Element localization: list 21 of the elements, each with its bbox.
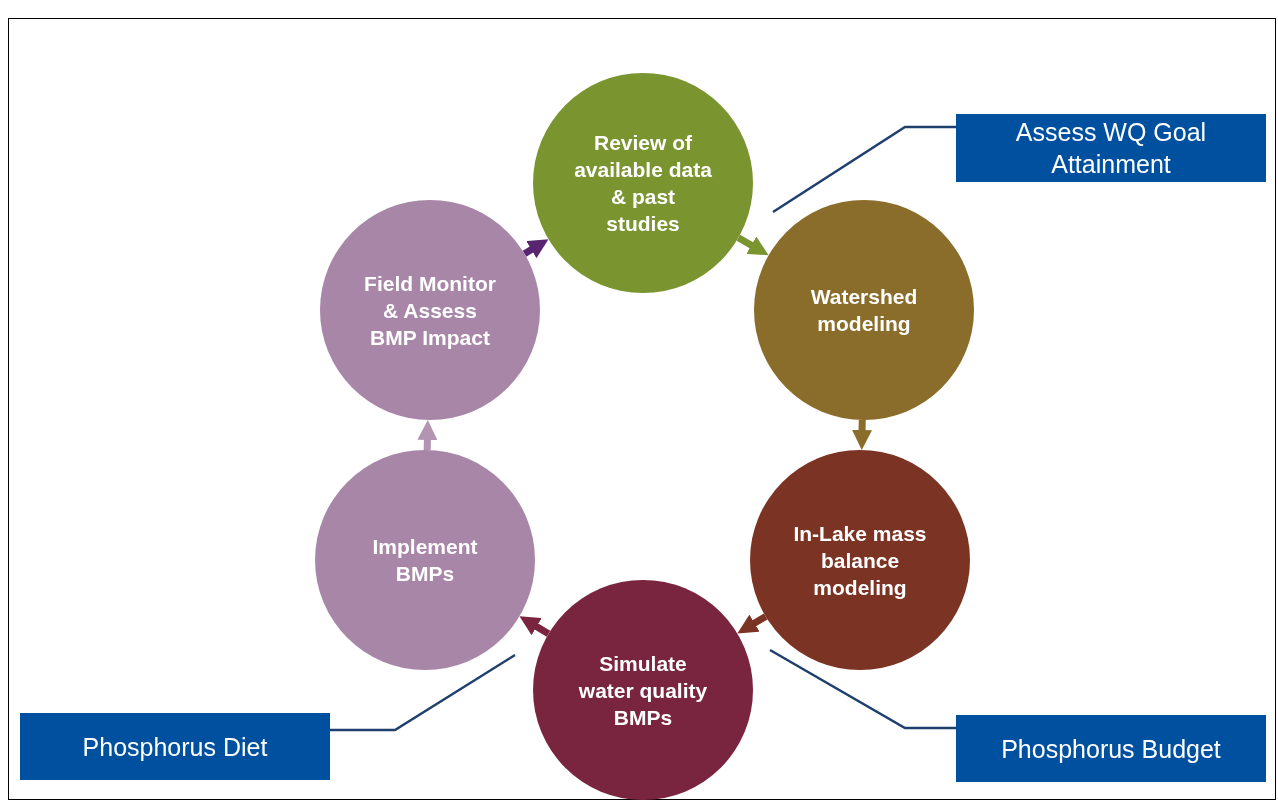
cycle-arrow	[522, 239, 549, 259]
leader-line	[769, 648, 956, 730]
step-label: Simulate water quality BMPs	[577, 650, 709, 731]
step-label: In-Lake mass balance modeling	[792, 520, 928, 601]
cycle-arrow	[417, 420, 438, 451]
step-label: Implement BMPs	[371, 534, 479, 587]
label-box	[20, 713, 330, 780]
leader-line	[772, 125, 956, 214]
box-label: Assess WQ Goal Attainment	[1014, 117, 1208, 180]
step-label: Review of available data & past studies	[573, 130, 713, 237]
label-box	[956, 715, 1266, 782]
box-label: Phosphorus Diet	[82, 731, 268, 763]
leader-line	[330, 653, 516, 732]
cycle-arrow	[737, 613, 768, 634]
cycle-arrow	[736, 234, 769, 256]
step-label: Field Monitor & Assess BMP Impact	[363, 270, 497, 351]
step-label: Watershed modeling	[809, 284, 919, 337]
box-label: Phosphorus Budget	[1001, 733, 1221, 765]
label-box	[956, 114, 1266, 182]
cycle-arrow	[519, 616, 551, 637]
cycle-arrow	[852, 419, 873, 450]
